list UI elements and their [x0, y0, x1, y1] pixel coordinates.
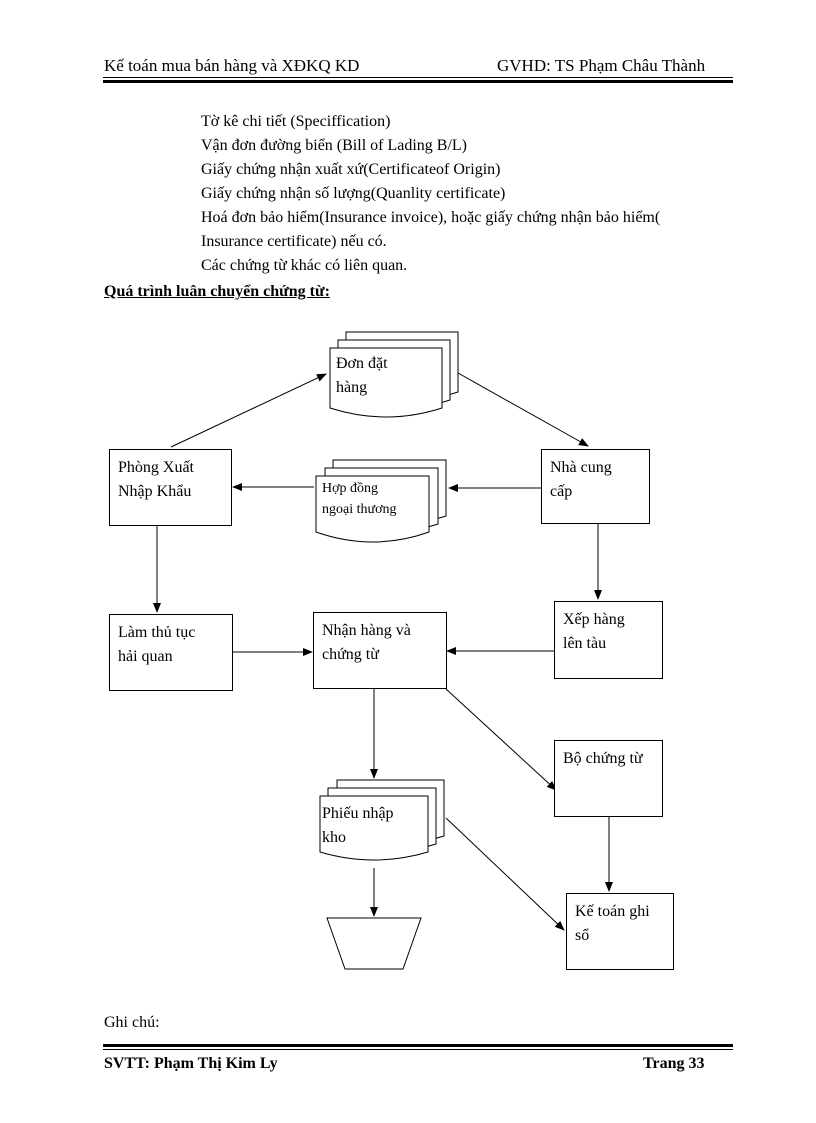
- header-right: GVHD: TS Phạm Châu Thành: [497, 56, 706, 75]
- arrow-receiving-to-docset: [445, 688, 557, 791]
- arrow-xnk-to-order: [170, 373, 327, 448]
- ship-loading-box: Xếp hàng lên tàu: [554, 601, 663, 679]
- accounting-entry-box: Kế toán ghi sổ: [566, 893, 674, 970]
- footer-rule-thin: [103, 1049, 733, 1050]
- receiving-goods-box: Nhận hàng và chứng từ: [313, 612, 447, 689]
- arrow-receipt-to-accounting: [445, 817, 565, 931]
- import-export-dept-box: Phòng Xuất Nhập Khẩu: [109, 449, 232, 526]
- arrow-order-to-supplier: [457, 372, 589, 447]
- doc-list-item: Giấy chứng nhận số lượng(Quanlity certif…: [201, 185, 506, 202]
- doc-list-item: Tờ kê chi tiết (Speciffication): [201, 113, 391, 130]
- doc-list-item: Các chứng từ khác có liên quan.: [201, 257, 408, 274]
- order-document-shape: [329, 331, 459, 418]
- doc-list-item: Hoá đơn bảo hiểm(Insurance invoice), hoặ…: [201, 209, 661, 226]
- header-rule-thick: [103, 80, 733, 83]
- contract-document-label: Hợp đồng ngoại thương: [322, 481, 397, 517]
- footer-left: SVTT: Phạm Thị Kim Ly: [104, 1055, 278, 1072]
- document-set-box: Bộ chứng từ: [554, 740, 663, 817]
- footer-rule-thick: [103, 1044, 733, 1047]
- warehouse-receipt-document-shape: [319, 779, 445, 861]
- contract-document-shape: [315, 459, 447, 543]
- note-label: Ghi chú:: [104, 1014, 160, 1031]
- footer-right: Trang 33: [643, 1055, 705, 1072]
- customs-procedure-box: Làm thủ tục hải quan: [109, 614, 233, 691]
- doc-list-item: Insurance certificate) nếu có.: [201, 233, 387, 250]
- doc-list-item: Vận đơn đường biển (Bill of Lading B/L): [201, 137, 467, 154]
- supplier-box: Nhà cung cấp: [541, 449, 650, 524]
- section-title: Quá trình luân chuyển chứng từ:: [104, 283, 330, 300]
- order-document-label: Đơn đặt hàng: [336, 355, 388, 396]
- header-left: Kế toán mua bán hàng và XĐKQ KD: [104, 56, 360, 75]
- storage-trapezoid: [326, 917, 422, 970]
- warehouse-receipt-document-label: Phiếu nhập kho: [322, 805, 394, 846]
- doc-list-item: Giấy chứng nhận xuất xứ(Certificateof Or…: [201, 161, 501, 178]
- header-rule-thin: [103, 77, 733, 78]
